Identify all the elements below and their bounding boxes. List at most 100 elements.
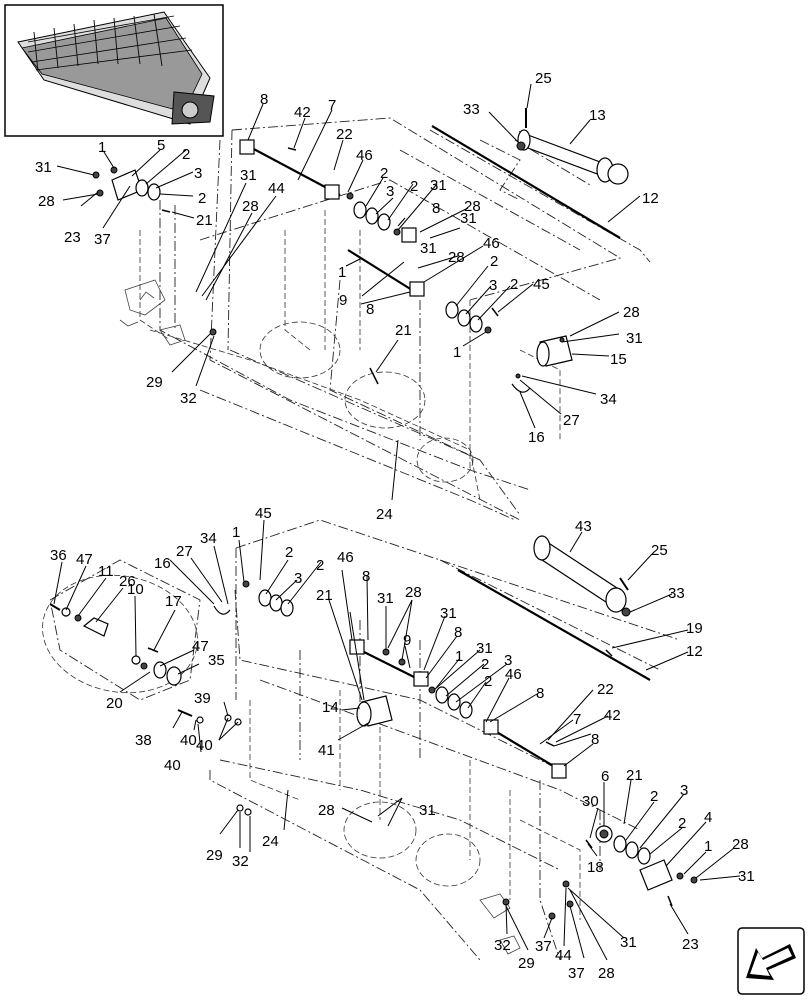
callout-2: 2 xyxy=(484,673,492,690)
callout-14: 14 xyxy=(322,699,339,716)
callout-32: 32 xyxy=(494,937,511,954)
upper-frame-outline xyxy=(119,117,651,521)
callout-2: 2 xyxy=(490,253,498,270)
callout-23: 23 xyxy=(682,936,699,953)
callout-10: 10 xyxy=(127,581,144,598)
callout-21: 21 xyxy=(196,212,213,229)
callout-37: 37 xyxy=(535,938,552,955)
callout-16: 16 xyxy=(154,555,171,572)
callout-31: 31 xyxy=(420,240,437,257)
callout-19: 19 xyxy=(686,620,703,637)
callout-28: 28 xyxy=(38,193,55,210)
callout-40: 40 xyxy=(196,737,213,754)
callout-31: 31 xyxy=(240,167,257,184)
callout-28: 28 xyxy=(318,802,335,819)
upper-parts xyxy=(92,108,629,393)
callout-42: 42 xyxy=(294,104,311,121)
callout-23: 23 xyxy=(64,229,81,246)
callout-44: 44 xyxy=(555,947,572,964)
callout-29: 29 xyxy=(518,955,535,972)
callout-8: 8 xyxy=(591,731,599,748)
driveshaft-13 xyxy=(516,129,629,185)
callout-21: 21 xyxy=(316,587,333,604)
callout-1: 1 xyxy=(453,344,461,361)
callout-12: 12 xyxy=(686,643,703,660)
callout-38: 38 xyxy=(135,732,152,749)
callout-7: 7 xyxy=(573,711,581,728)
callout-1: 1 xyxy=(338,264,346,281)
left-drive-group xyxy=(49,603,182,686)
callout-21: 21 xyxy=(626,767,643,784)
callout-28: 28 xyxy=(242,198,259,215)
callout-34: 34 xyxy=(600,391,617,408)
callout-31: 31 xyxy=(738,868,755,885)
callout-17: 17 xyxy=(165,593,182,610)
bracket-4 xyxy=(613,835,698,891)
callout-24: 24 xyxy=(262,833,279,850)
callout-37: 37 xyxy=(94,231,111,248)
clip-16 xyxy=(511,383,531,393)
callout-2: 2 xyxy=(481,656,489,673)
driveshaft-43 xyxy=(533,535,631,617)
clip-16-lower xyxy=(213,605,231,615)
callout-47: 47 xyxy=(192,638,209,655)
callout-3: 3 xyxy=(194,165,202,182)
callout-43: 43 xyxy=(575,518,592,535)
lower-frame-outline xyxy=(42,519,681,961)
callout-1: 1 xyxy=(455,648,463,665)
callout-1: 1 xyxy=(98,139,106,156)
callout-27: 27 xyxy=(563,412,580,429)
callout-8: 8 xyxy=(454,624,462,641)
callout-31: 31 xyxy=(430,177,447,194)
callout-31: 31 xyxy=(419,802,436,819)
callout-8: 8 xyxy=(260,91,268,108)
callout-2: 2 xyxy=(510,276,518,293)
callout-2: 2 xyxy=(380,165,388,182)
callout-40: 40 xyxy=(180,732,197,749)
callout-18: 18 xyxy=(587,859,604,876)
callout-31: 31 xyxy=(440,605,457,622)
callout-33: 33 xyxy=(463,101,480,118)
callout-22: 22 xyxy=(597,681,614,698)
callout-3: 3 xyxy=(386,183,394,200)
callout-41: 41 xyxy=(318,742,335,759)
callout-32: 32 xyxy=(180,390,197,407)
callout-36: 36 xyxy=(50,547,67,564)
callout-1: 1 xyxy=(704,838,712,855)
previous-page-arrow-icon[interactable] xyxy=(737,927,805,995)
callout-39: 39 xyxy=(194,690,211,707)
callout-28: 28 xyxy=(598,965,615,982)
motor-14 xyxy=(356,695,393,727)
callout-31: 31 xyxy=(377,590,394,607)
callout-2: 2 xyxy=(678,815,686,832)
callout-29: 29 xyxy=(206,847,223,864)
callout-22: 22 xyxy=(336,126,353,143)
callout-46: 46 xyxy=(483,235,500,252)
callout-30: 30 xyxy=(582,793,599,810)
callout-29: 29 xyxy=(146,374,163,391)
callout-31: 31 xyxy=(460,210,477,227)
callout-9: 9 xyxy=(339,292,347,309)
callout-28: 28 xyxy=(405,584,422,601)
callout-31: 31 xyxy=(626,330,643,347)
callout-13: 13 xyxy=(589,107,606,124)
callout-8: 8 xyxy=(362,568,370,585)
callout-2: 2 xyxy=(410,178,418,195)
callout-20: 20 xyxy=(106,695,123,712)
callout-16: 16 xyxy=(528,429,545,446)
callout-labels: 25 33 13 8 42 7 22 46 12 1 5 2 31 3 28 2… xyxy=(35,70,755,982)
callout-45: 45 xyxy=(533,276,550,293)
callout-7: 7 xyxy=(328,97,336,114)
callout-28: 28 xyxy=(623,304,640,321)
callout-1: 1 xyxy=(232,524,240,541)
callout-3: 3 xyxy=(294,570,302,587)
callout-11: 11 xyxy=(98,563,114,580)
callout-44: 44 xyxy=(268,180,285,197)
callout-2: 2 xyxy=(198,190,206,207)
callout-42: 42 xyxy=(604,707,621,724)
callout-37: 37 xyxy=(568,965,585,982)
callout-15: 15 xyxy=(610,351,627,368)
callout-2: 2 xyxy=(285,544,293,561)
cover-15 xyxy=(536,335,573,367)
